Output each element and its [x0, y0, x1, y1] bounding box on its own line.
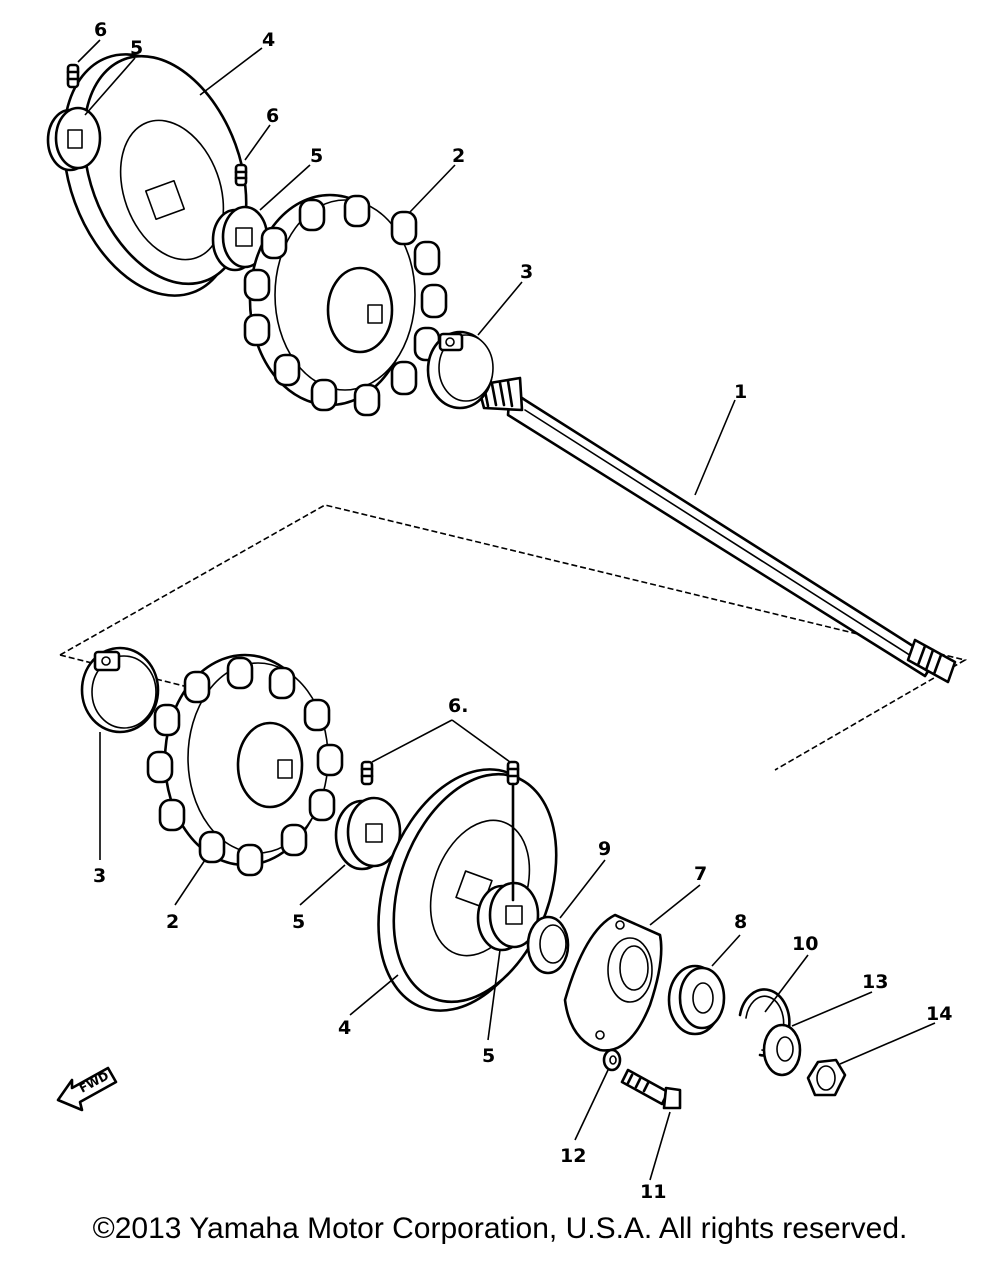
callout-14: 14 — [926, 1003, 952, 1025]
idler-wheel-bottom — [377, 768, 558, 1012]
sprocket-bottom — [146, 653, 344, 877]
collar-top-left — [46, 106, 102, 172]
idler-wheel-top — [62, 53, 248, 297]
bolt — [620, 1068, 682, 1110]
callout-2-top: 2 — [452, 145, 465, 167]
set-screw-bottom-mid — [506, 760, 520, 902]
callout-8: 8 — [734, 911, 747, 933]
callout-5-bottom-left: 5 — [292, 911, 305, 933]
set-screw-top-mid — [234, 163, 248, 187]
hose-clamp-bottom — [80, 646, 160, 734]
callout-5-bottom-mid: 5 — [482, 1045, 495, 1067]
callout-4-bottom: 4 — [338, 1017, 351, 1039]
drive-shaft — [476, 376, 957, 684]
callout-1: 1 — [734, 381, 747, 403]
forward-direction-arrow — [56, 1066, 118, 1112]
callout-10: 10 — [792, 933, 818, 955]
bearing-housing — [563, 913, 663, 1052]
callout-6-bottom: 6. — [448, 695, 468, 717]
callout-3-bottom: 3 — [93, 865, 106, 887]
callout-5-top-mid: 5 — [310, 145, 323, 167]
ball-bearing — [667, 964, 726, 1036]
leader-lines — [77, 39, 936, 1181]
oil-seal — [526, 915, 570, 975]
callout-9: 9 — [598, 838, 611, 860]
copyright-notice: ©2013 Yamaha Motor Corporation, U.S.A. A… — [92, 1212, 908, 1245]
callout-2-bottom: 2 — [166, 911, 179, 933]
set-screw-bottom-left — [360, 760, 374, 786]
callout-7: 7 — [694, 863, 707, 885]
sprocket-top — [243, 193, 448, 417]
set-screw-top-left — [66, 63, 80, 89]
callout-13: 13 — [862, 971, 888, 993]
callout-6-top-left: 6 — [94, 19, 107, 41]
callout-3-top: 3 — [520, 261, 533, 283]
hose-clamp-top — [426, 330, 494, 410]
collar-top-mid — [211, 205, 269, 272]
callout-5-top-left: 5 — [130, 37, 143, 59]
washer — [762, 1023, 802, 1077]
exploded-parts-diagram: FWD 6 5 4 6 5 2 3 1 6. 3 — [46, 19, 968, 1200]
collar-bottom-left — [334, 796, 402, 871]
collar-bottom-mid — [476, 881, 540, 952]
lock-washer — [602, 1048, 622, 1072]
hex-nut — [806, 1058, 847, 1097]
callout-11: 11 — [640, 1181, 666, 1200]
callout-6-top-mid: 6 — [266, 105, 279, 127]
callout-4-top: 4 — [262, 29, 275, 51]
callout-12: 12 — [560, 1145, 586, 1167]
callout-numbers: 6 5 4 6 5 2 3 1 6. 3 2 5 4 5 9 7 8 10 13… — [93, 19, 952, 1200]
